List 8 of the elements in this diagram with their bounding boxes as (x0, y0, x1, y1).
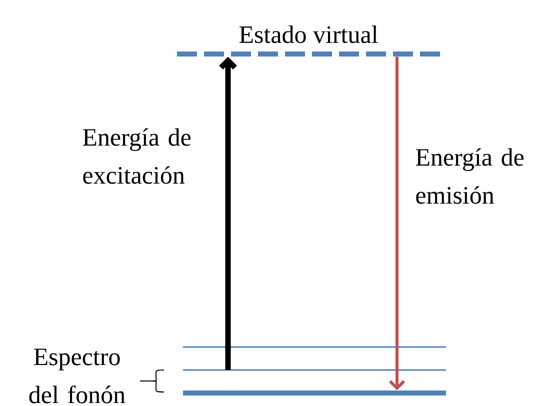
bracket-label: Espectro del fonón (29, 348, 126, 404)
energy-level-line (183, 369, 446, 371)
edge-label: Energía de emisión (416, 148, 524, 204)
energy-level-line (183, 346, 446, 348)
arrow (388, 56, 406, 390)
virtual-level-line: Estado virtual (177, 26, 440, 56)
arrow (219, 56, 237, 370)
edge-label: Energía de excitación (82, 128, 191, 184)
